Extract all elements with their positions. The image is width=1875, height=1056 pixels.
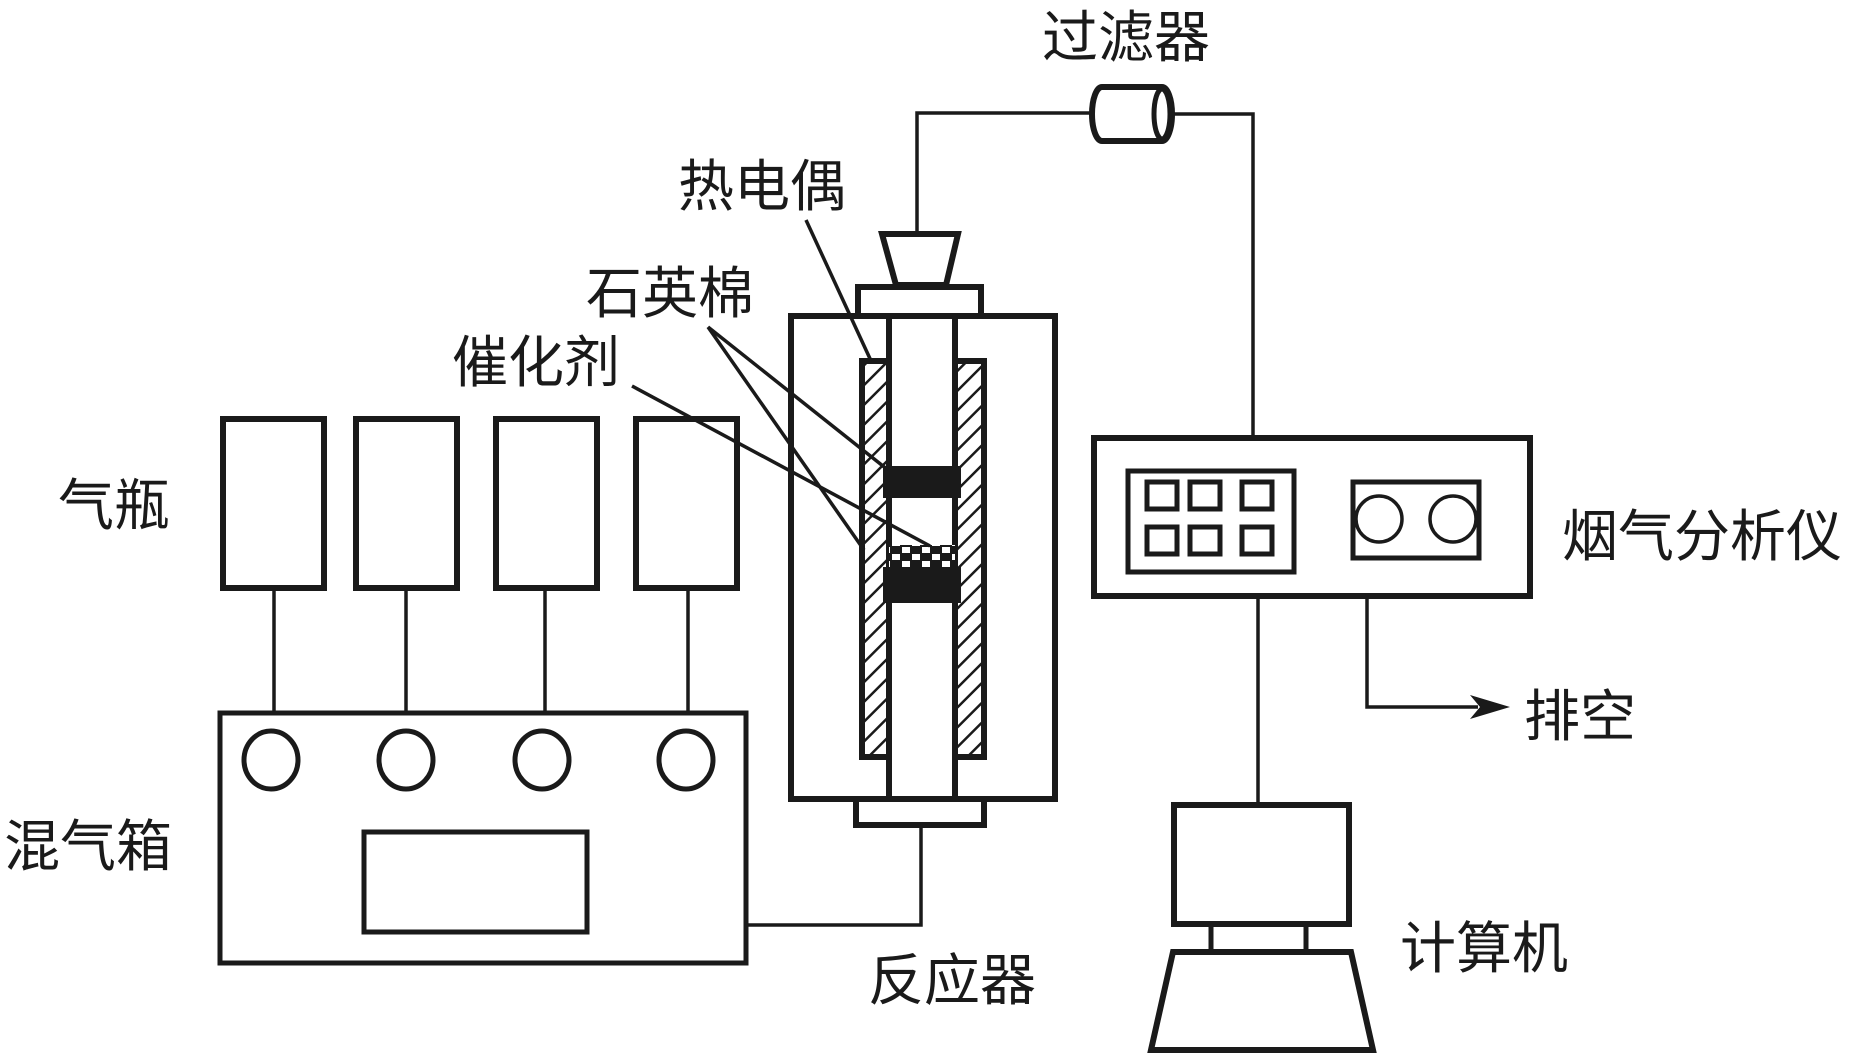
filter xyxy=(1089,84,1175,144)
mixer-knob xyxy=(656,728,716,792)
label-catalyst: 催化剂 xyxy=(452,331,620,396)
thermocouple-leader xyxy=(804,219,874,364)
quartz-wool-lower xyxy=(883,567,961,603)
gas-mixer xyxy=(217,710,749,966)
mixer-knob xyxy=(376,728,436,792)
gas-cylinder xyxy=(633,416,740,591)
heater-left xyxy=(859,358,892,760)
label-flue-gas-analyzer: 烟气分析仪 xyxy=(1562,505,1842,570)
analyzer-button xyxy=(1144,479,1180,512)
computer-keyboard xyxy=(1147,949,1377,1053)
mixer-display xyxy=(361,829,590,935)
analyzer-button xyxy=(1239,479,1275,512)
filter-end xyxy=(1151,86,1173,142)
label-exhaust: 排空 xyxy=(1524,685,1636,750)
analyzer-button xyxy=(1187,479,1223,512)
label-gas-cylinders: 气瓶 xyxy=(58,474,170,539)
label-thermocouple: 热电偶 xyxy=(678,155,846,220)
label-computer: 计算机 xyxy=(1400,917,1568,982)
analyzer-dial xyxy=(1428,494,1478,544)
analyzer-button xyxy=(1239,524,1275,557)
reactor-to-filter-pipe xyxy=(915,111,1093,234)
gas-cylinder xyxy=(493,416,600,591)
filter-body xyxy=(1089,84,1175,144)
label-filter: 过滤器 xyxy=(1042,6,1210,71)
exhaust-pipe xyxy=(1365,596,1478,709)
exhaust-arrow-icon xyxy=(1470,695,1510,719)
flue-gas-analyzer xyxy=(1091,435,1533,599)
heater-right xyxy=(952,358,987,760)
gas-mixer-box xyxy=(217,710,749,966)
reactor xyxy=(788,231,1058,828)
mixer-knob xyxy=(512,728,572,792)
computer xyxy=(1147,802,1377,1053)
quartz-wool-upper xyxy=(883,466,961,498)
label-quartz-wool: 石英棉 xyxy=(586,262,754,327)
analyzer-dial xyxy=(1354,494,1404,544)
gas-cylinders xyxy=(220,416,740,713)
analyzer-button-panel xyxy=(1125,468,1297,575)
computer-monitor xyxy=(1171,802,1352,927)
catalyst-leader xyxy=(631,384,931,548)
gas-cylinder xyxy=(353,416,460,591)
bottom-cap xyxy=(853,796,987,828)
filter-to-analyzer-pipe xyxy=(1168,112,1255,437)
label-reactor: 反应器 xyxy=(868,949,1036,1014)
mixer-knob xyxy=(241,728,301,792)
analyzer-dial-panel xyxy=(1350,479,1482,561)
analyzer-button xyxy=(1187,524,1223,557)
catalyst-bed xyxy=(889,545,955,567)
label-gas-mixer: 混气箱 xyxy=(4,815,172,880)
funnel xyxy=(878,231,962,288)
mixer-to-reactor-pipe xyxy=(746,827,923,927)
quartz-wool-leader xyxy=(706,325,866,552)
gas-cylinder xyxy=(220,416,327,591)
quartz-wool-leader xyxy=(706,325,890,472)
top-cap xyxy=(855,284,984,319)
analyzer-button xyxy=(1144,524,1180,557)
